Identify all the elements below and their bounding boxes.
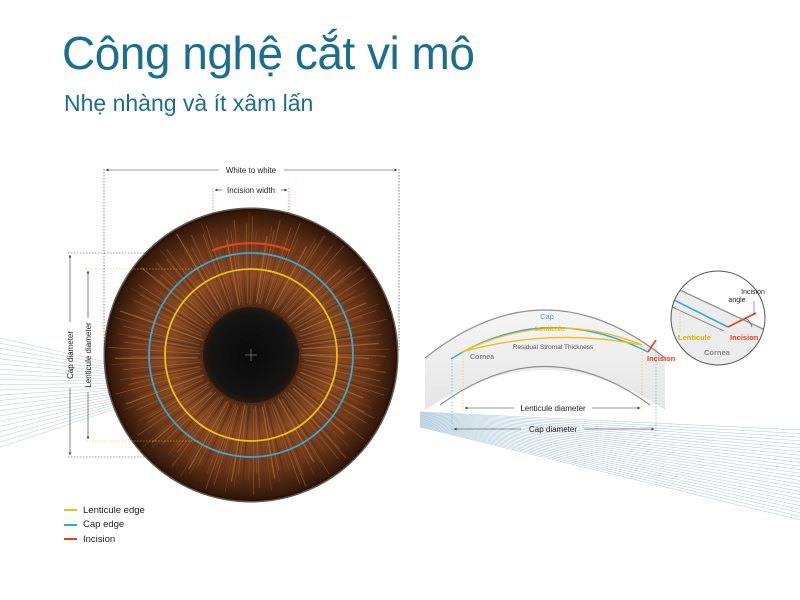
legend-item: Cap edge	[64, 518, 145, 533]
eye-diagram: White to white Incision width Cap diamet…	[66, 166, 400, 503]
cap-diameter-label: Cap diameter	[66, 331, 75, 379]
inset-cap-line	[671, 297, 729, 328]
incision-angle-inset: Incision angle Lenticule Incision Cornea	[670, 270, 766, 366]
inset-incision-angle-label-line1: Incision	[741, 289, 765, 296]
cornea-outer-surface	[424, 309, 666, 359]
cornea-label: Cornea	[470, 354, 494, 361]
inset-cornea-label: Cornea	[704, 348, 731, 357]
legend-item: Incision	[64, 532, 145, 547]
incision-arc	[211, 242, 291, 252]
residual-stromal-thickness-label: Residual Stromal Thickness	[513, 344, 594, 351]
page-title: Công nghệ cắt vi mô	[62, 27, 475, 79]
inset-lenticule-label: Lenticule	[678, 333, 711, 342]
cs-lenticule-diameter-label: Lenticule diameter	[520, 404, 586, 413]
cap-label: Cap	[540, 312, 554, 321]
legend-label: Cap edge	[83, 519, 125, 531]
decorative-lines-right	[419, 411, 800, 521]
lenticule-bottom	[461, 336, 643, 353]
incision-label: Incision	[647, 354, 676, 363]
legend-item: Lenticule edge	[64, 503, 145, 518]
cross-section-diagram: Cap Lenticule Residual Stromal Thickness…	[424, 309, 676, 434]
inset-incision-angle-label-line2: angle	[728, 297, 745, 304]
white-to-white-label: White to white	[226, 166, 277, 175]
incision-cut	[647, 339, 657, 353]
iris-fibers	[108, 212, 393, 497]
page-subtitle: Nhẹ nhàng và ít xâm lấn	[64, 90, 314, 116]
cs-cap-diameter-label: Cap diameter	[529, 425, 577, 434]
inset-incision-label: Incision	[730, 333, 759, 342]
lenticule-label: Lenticule	[535, 324, 565, 333]
inset-incision-line	[727, 312, 757, 328]
cornea-inner-surface	[439, 365, 651, 406]
legend-swatch	[64, 523, 77, 526]
legend-label: Incision	[83, 533, 116, 545]
legend-swatch	[64, 509, 77, 512]
lenticule-top	[461, 327, 643, 353]
lenticule-edge-ring	[164, 268, 338, 442]
cap-edge-ring	[148, 252, 354, 458]
legend-swatch	[64, 538, 77, 541]
incision-width-label: Incision width	[227, 186, 275, 195]
lenticule-diameter-label: Lenticule diameter	[84, 322, 93, 388]
legend-label: Lenticule edge	[83, 504, 145, 516]
inset-border	[670, 270, 766, 366]
